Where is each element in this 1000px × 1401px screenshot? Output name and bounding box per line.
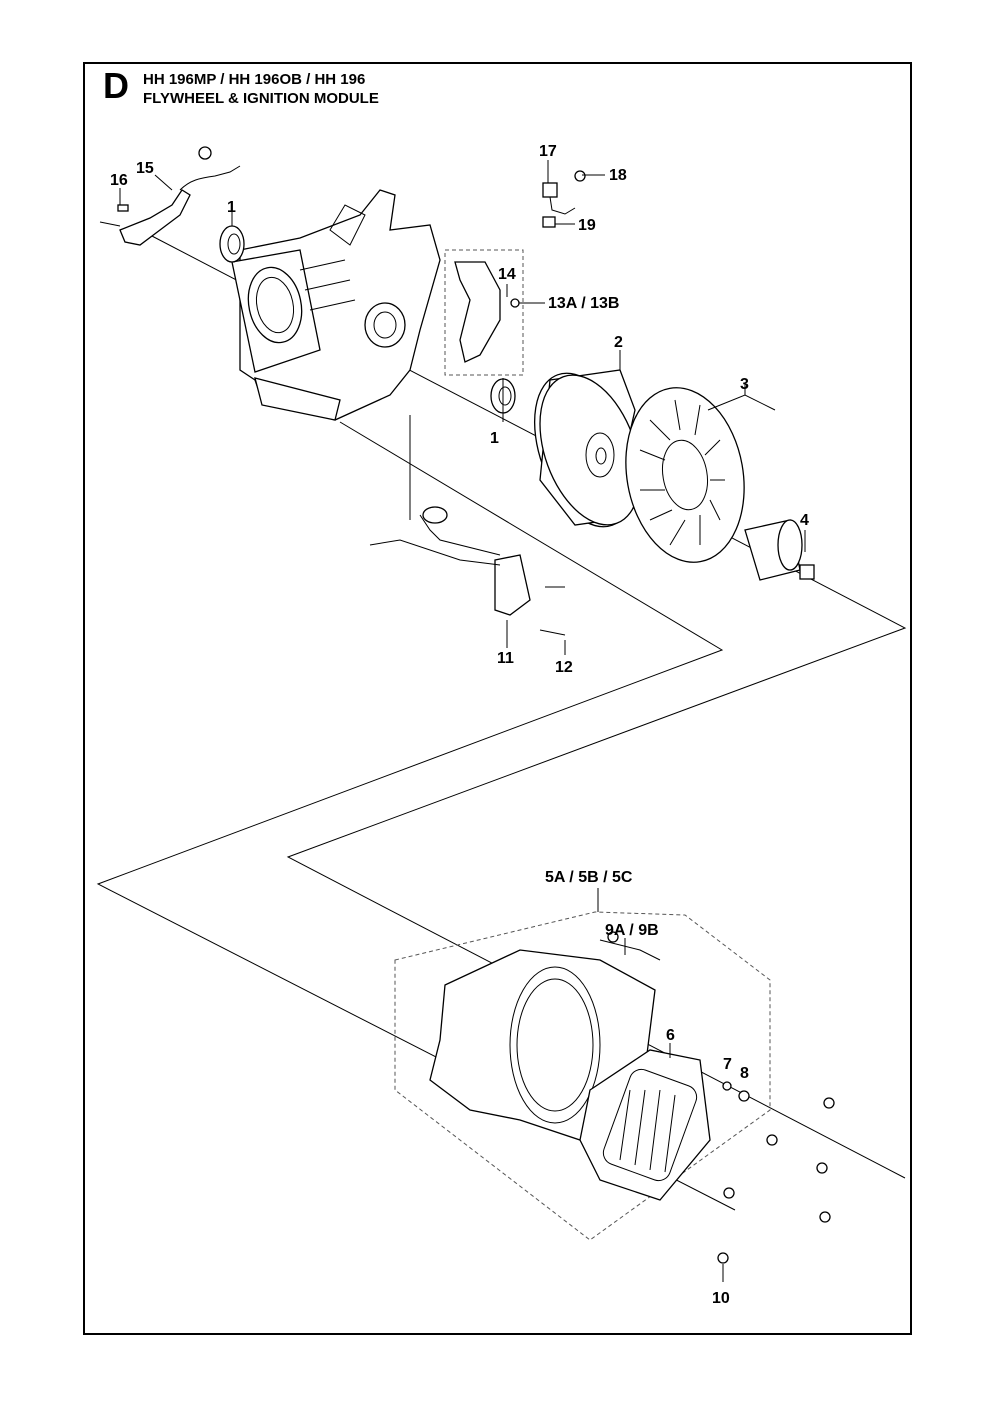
starter-cup <box>744 519 815 581</box>
callout-7: 7 <box>723 1056 732 1073</box>
callout-10: 10 <box>712 1290 730 1307</box>
callout-3: 3 <box>740 376 749 393</box>
callout-17: 17 <box>539 143 557 160</box>
recoil-starter <box>579 1049 711 1201</box>
bracket-group-box <box>444 249 524 376</box>
bracket <box>454 261 520 363</box>
callout-1-top: 1 <box>227 199 236 216</box>
callout-12: 12 <box>555 659 573 676</box>
callout-13: 13A / 13B <box>548 295 619 312</box>
flywheel <box>533 369 641 528</box>
leader-lines <box>119 160 806 1282</box>
callout-19: 19 <box>578 217 596 234</box>
diagram-title: FLYWHEEL & IGNITION MODULE <box>143 90 379 107</box>
part-callouts: 1 1 2 3 4 5A / 5B / 5C 6 7 8 9A / 9B 10 … <box>110 143 809 1307</box>
callout-8: 8 <box>740 1065 749 1082</box>
ignition-coil <box>369 506 566 636</box>
crankcase <box>231 189 441 421</box>
section-letter: D <box>103 65 129 106</box>
callout-4: 4 <box>800 512 809 529</box>
callout-6: 6 <box>666 1027 675 1044</box>
callout-11: 11 <box>497 650 514 667</box>
oil-seal-top <box>219 225 245 263</box>
bolts <box>599 931 835 1264</box>
oil-level-sensor <box>99 146 241 246</box>
callout-14: 14 <box>498 266 516 283</box>
callout-5: 5A / 5B / 5C <box>545 869 633 886</box>
callout-2: 2 <box>614 334 623 351</box>
stop-switch <box>542 170 586 228</box>
callout-15: 15 <box>136 160 154 177</box>
diagram-border <box>83 62 912 1335</box>
callout-16: 16 <box>110 172 128 189</box>
callout-9: 9A / 9B <box>605 922 659 939</box>
blower-housing-group-box <box>394 911 771 1241</box>
callout-1-lower: 1 <box>490 430 499 447</box>
callout-18: 18 <box>609 167 627 184</box>
model-list: HH 196MP / HH 196OB / HH 196 <box>143 71 366 88</box>
cooling-fan <box>625 387 745 563</box>
